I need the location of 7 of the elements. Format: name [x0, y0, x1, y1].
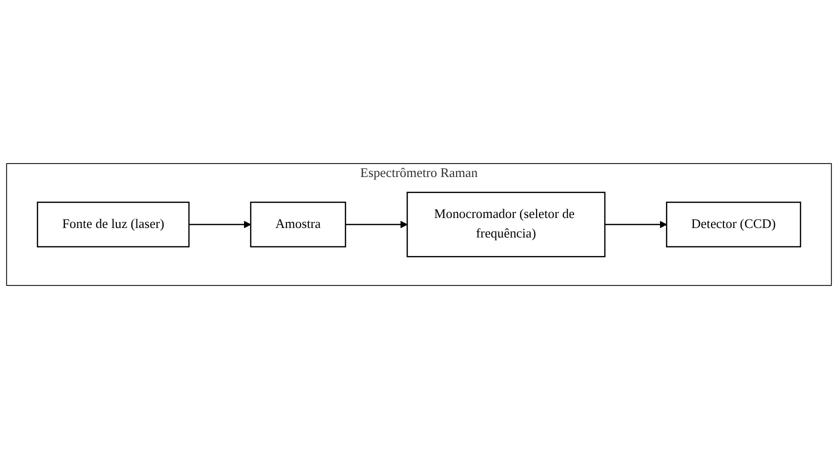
- arrow: [188, 221, 252, 229]
- arrow: [604, 221, 667, 229]
- arrow: [345, 221, 408, 229]
- node-box: Monocromador (seletor de frequência): [406, 192, 606, 258]
- node-box: Detector (CCD): [666, 202, 802, 248]
- node-box: Amostra: [250, 202, 346, 248]
- node-box: Fonte de luz (laser): [36, 202, 190, 248]
